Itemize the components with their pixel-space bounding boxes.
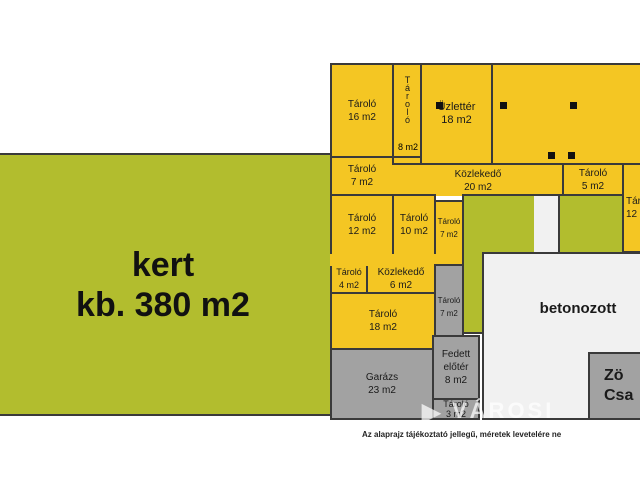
- disclaimer-note: Az alaprajz tájékoztató jellegű, méretek…: [362, 430, 562, 439]
- olive-block-right: [558, 194, 624, 254]
- room-tarolo-12: Tároló 12 m2: [330, 194, 394, 256]
- garden-label: kert: [131, 245, 195, 284]
- watermark-text: VÁROSI: [452, 398, 555, 423]
- room-tarolo-10: Tároló 10 m2: [392, 194, 436, 256]
- watermark-logo-icon: ▶: [422, 399, 441, 426]
- column-marker: [500, 102, 507, 109]
- column-marker: [568, 152, 575, 159]
- room-tarolo-3: Tároló 3 m2: [432, 398, 480, 420]
- room-tarolo-8: Tároló: [392, 63, 422, 158]
- room-tarolo-5: Tároló 5 m2: [562, 163, 624, 196]
- room-tarolo-4: Tároló 4 m2: [330, 264, 368, 294]
- column-marker: [436, 102, 443, 109]
- room-garazs: Garázs 23 m2: [330, 348, 434, 420]
- green-area: Zö Csa: [588, 352, 640, 420]
- room-uzletter: Üzlettér 18 m2: [420, 63, 493, 165]
- column-marker: [548, 152, 555, 159]
- room-shop-right: [491, 63, 640, 165]
- garden-area-label: kb. 380 m2: [76, 285, 250, 324]
- room-tarolo-7a: Tároló 7 m2: [330, 156, 394, 196]
- room-tarolo-12-edge: Táro 12: [622, 163, 640, 253]
- gap-white: [534, 194, 560, 254]
- room-kozlekedo-6: Közlekedő 6 m2: [366, 264, 436, 294]
- room-tarolo-16: Tároló 16 m2: [330, 63, 394, 158]
- room-tarolo-8-area: 8 m2: [397, 142, 418, 152]
- garden-area: kert kb. 380 m2: [0, 153, 332, 416]
- room-tarolo-18: Tároló 18 m2: [330, 292, 436, 350]
- courtyard-label: betonozott: [539, 300, 617, 317]
- column-marker: [570, 102, 577, 109]
- yellow-filler: [330, 254, 464, 266]
- room-fedett-eloter: Fedett előtér 8 m2: [432, 335, 480, 400]
- room-tarolo-7b: Tároló 7 m2: [434, 200, 464, 256]
- room-kozlekedo-20: Közlekedő 20 m2: [392, 163, 564, 196]
